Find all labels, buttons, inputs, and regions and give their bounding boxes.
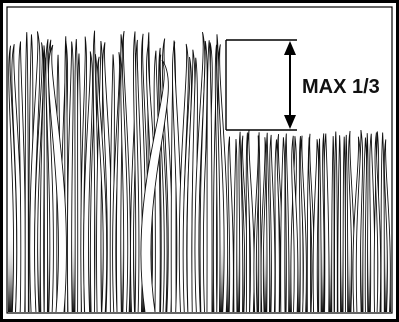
grass-blade — [338, 135, 341, 312]
grass-blade — [281, 137, 285, 312]
grass-blade — [25, 32, 28, 312]
grass-blade — [324, 134, 329, 312]
grass-blade — [234, 139, 237, 312]
short-grass — [228, 130, 390, 312]
grass-blade — [334, 132, 337, 312]
grass-blade — [332, 136, 334, 312]
tall-grass — [9, 31, 228, 312]
grass-blade — [345, 135, 347, 312]
grass-blade — [266, 133, 270, 312]
double-arrow-icon — [284, 41, 296, 129]
grass-blade — [258, 132, 261, 312]
grass-blade — [381, 133, 384, 312]
grass-blade — [319, 139, 322, 312]
max-one-third-label: MAX 1/3 — [302, 76, 380, 98]
